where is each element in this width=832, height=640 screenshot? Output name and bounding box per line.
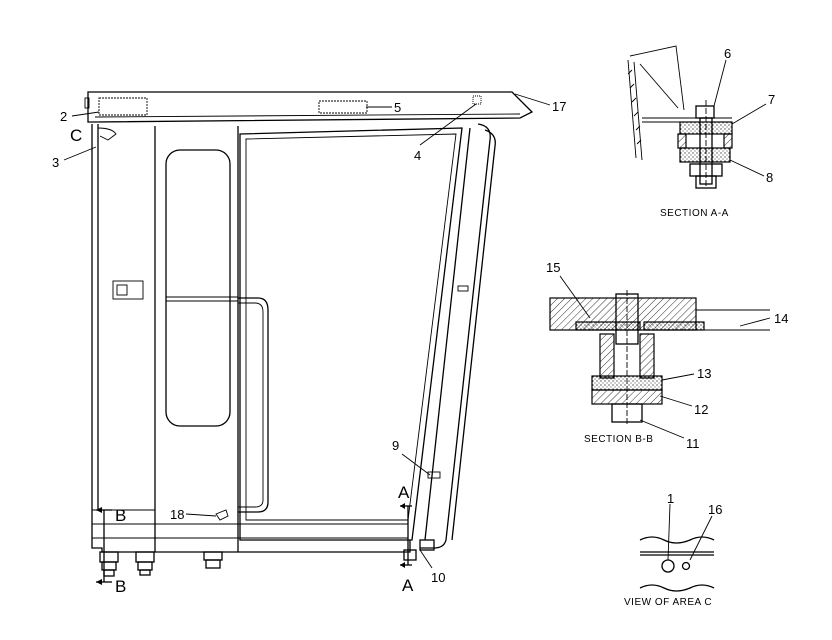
- view-area-c-detail: [639, 503, 715, 592]
- callout-2: 2: [60, 109, 67, 124]
- callout-4: 4: [414, 148, 421, 163]
- callout-5: 5: [394, 100, 401, 115]
- callout-15: 15: [546, 260, 560, 275]
- caption-section-aa: SECTION A-A: [660, 208, 729, 219]
- caption-section-bb: SECTION B-B: [584, 434, 653, 445]
- callout-14: 14: [774, 311, 788, 326]
- section-letter-b-top: B: [115, 506, 126, 525]
- section-cut-a: [400, 503, 412, 568]
- mount-left: [99, 551, 119, 577]
- callout-12: 12: [694, 402, 708, 417]
- callout-1: 1: [667, 491, 674, 506]
- callout-9: 9: [392, 438, 399, 453]
- section-letter-b-bottom: B: [115, 577, 126, 596]
- section-bb-detail: [549, 275, 771, 439]
- leader-lines: [63, 93, 551, 569]
- callout-6: 6: [724, 46, 731, 61]
- callout-3: 3: [52, 155, 59, 170]
- mount-right: [403, 539, 435, 561]
- callout-13: 13: [697, 366, 711, 381]
- section-letters: C A A B B: [70, 126, 414, 596]
- section-cut-b: [96, 507, 112, 585]
- section-letter-a-top: A: [398, 483, 410, 502]
- mount-center-left: [135, 551, 155, 576]
- callout-7: 7: [768, 92, 775, 107]
- callout-18: 18: [170, 507, 184, 522]
- captions: SECTION A-A SECTION B-B VIEW OF AREA C: [584, 208, 729, 608]
- section-letter-a-bottom: A: [402, 576, 414, 595]
- callout-17: 17: [552, 99, 566, 114]
- callout-16: 16: [708, 502, 722, 517]
- callout-11: 11: [686, 436, 700, 451]
- callout-8: 8: [766, 170, 773, 185]
- caption-view-c: VIEW OF AREA C: [624, 597, 712, 608]
- section-letter-c: C: [70, 126, 82, 145]
- cab-assembly: [84, 91, 534, 577]
- callout-labels: 1 2 3 4 5 6 7 8 9 10 11 12 13 14 15 16 1…: [52, 46, 788, 585]
- section-aa-detail: [627, 45, 767, 189]
- mount-center: [203, 551, 223, 569]
- callout-10: 10: [431, 570, 445, 585]
